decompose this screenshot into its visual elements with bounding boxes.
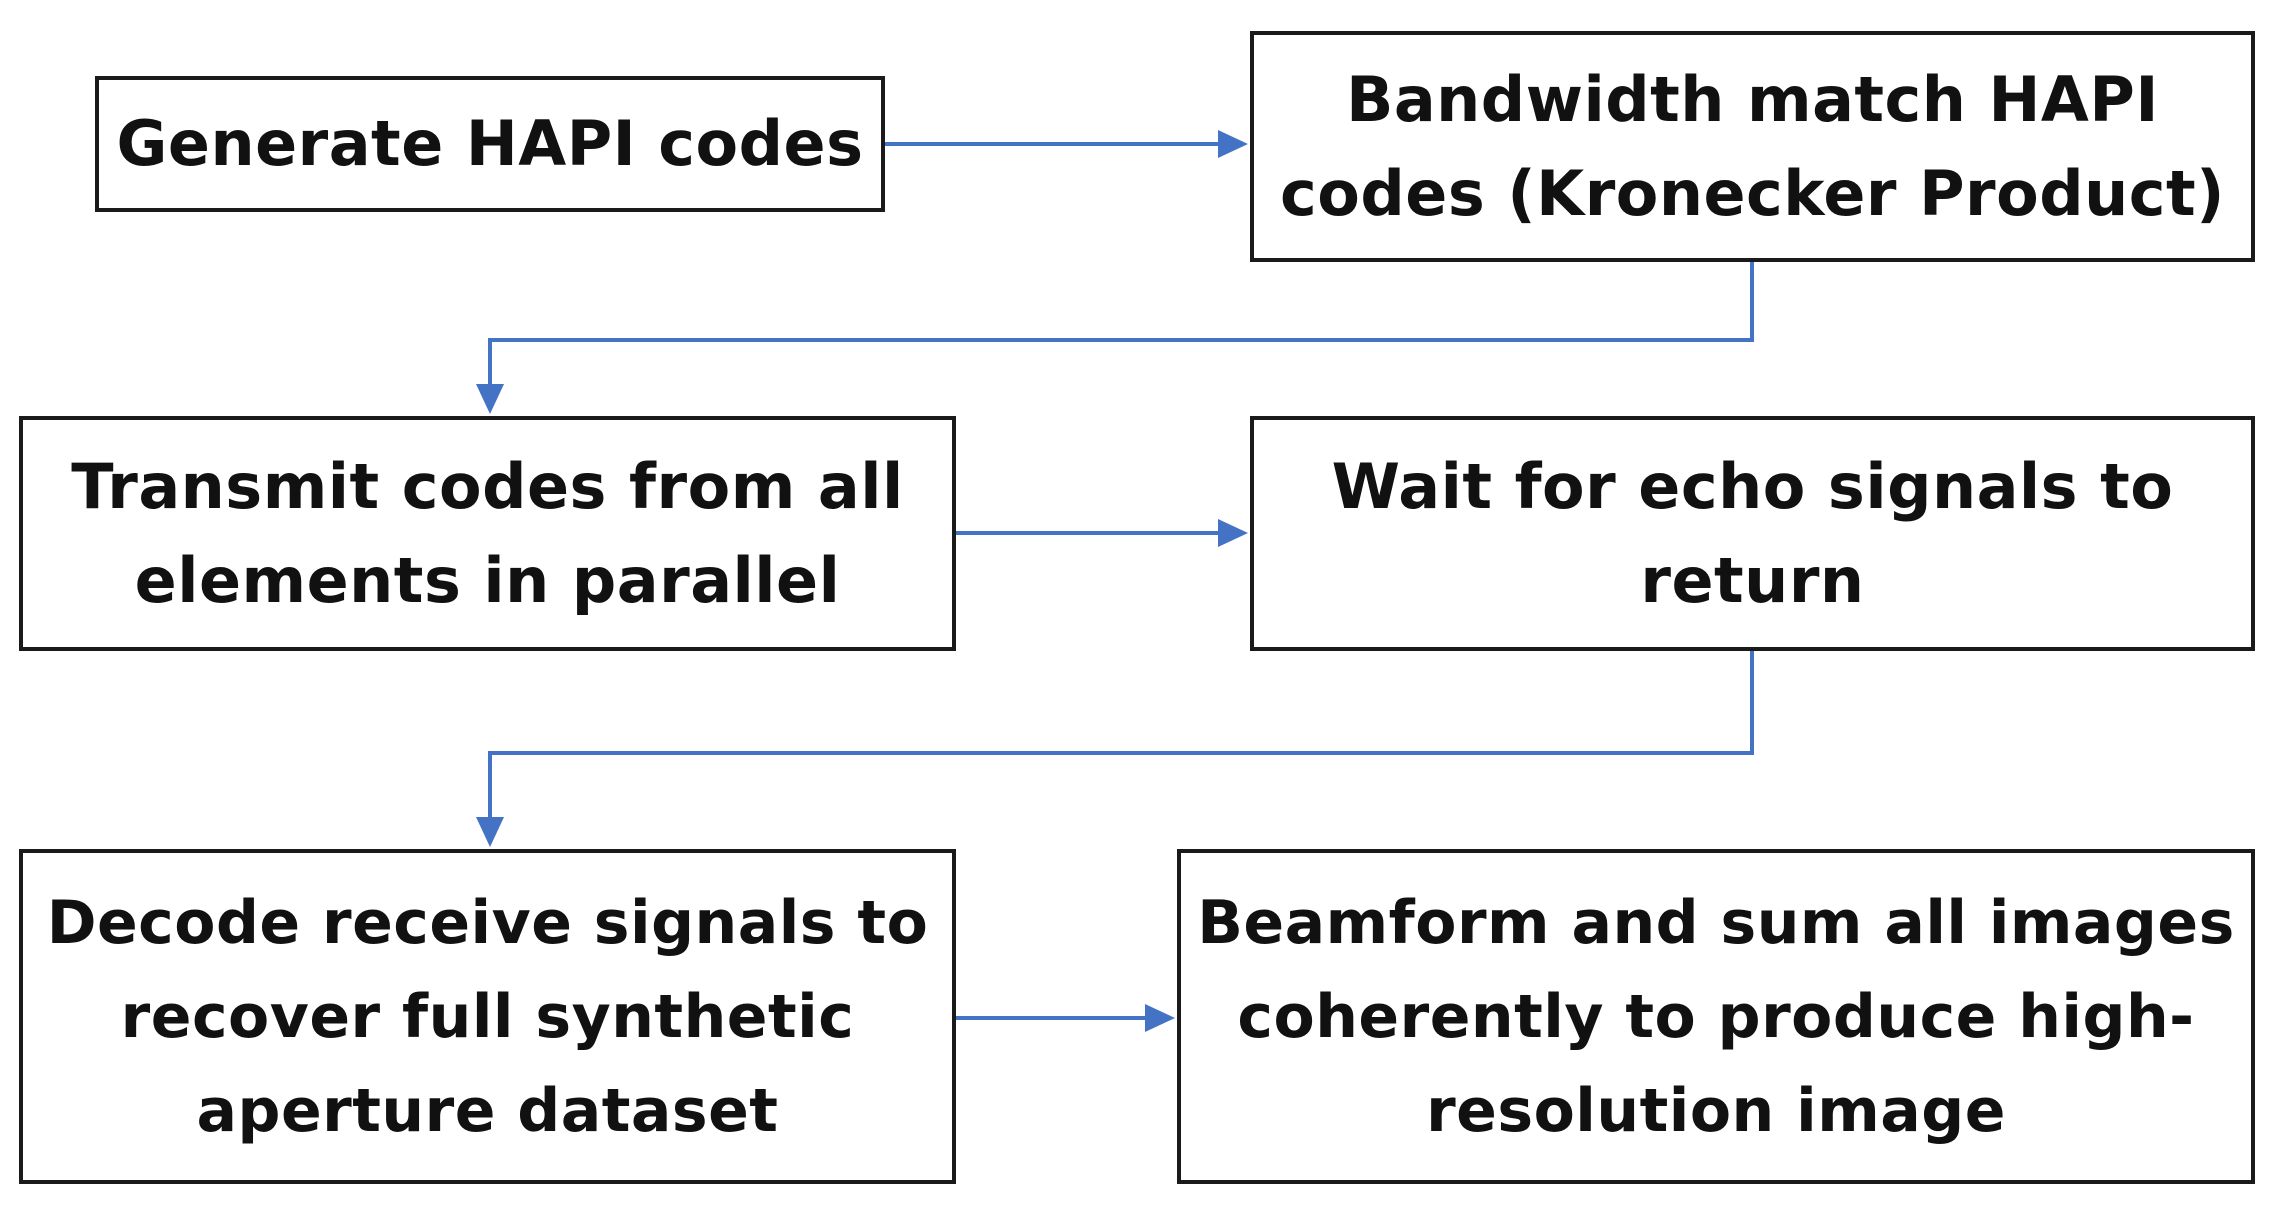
step-label: Transmit codes from all elements in para… [71, 449, 904, 617]
step-decode-receive-signals: Decode receive signals to recover full s… [19, 849, 956, 1184]
step-label: Wait for echo signals to return [1331, 449, 2174, 617]
arrowhead-step5-to-step6 [1145, 1004, 1175, 1032]
step-wait-for-echo: Wait for echo signals to return [1250, 416, 2255, 651]
step-transmit-codes: Transmit codes from all elements in para… [19, 416, 956, 651]
arrowhead-step1-to-step2 [1218, 130, 1248, 158]
arrow-step2-to-step3 [488, 262, 1754, 386]
step-label: Beamform and sum all images coherently t… [1197, 887, 2235, 1146]
step-label: Generate HAPI codes [116, 107, 864, 180]
arrow-step4-to-step5 [488, 651, 1754, 819]
step-beamform-and-sum: Beamform and sum all images coherently t… [1177, 849, 2255, 1184]
step-label: Decode receive signals to recover full s… [46, 887, 929, 1146]
arrowhead-step4-to-step5 [476, 817, 504, 847]
arrowhead-step3-to-step4 [1218, 519, 1248, 547]
step-bandwidth-match: Bandwidth match HAPI codes (Kronecker Pr… [1250, 31, 2255, 262]
step-label: Bandwidth match HAPI codes (Kronecker Pr… [1280, 62, 2225, 230]
arrowhead-step2-to-step3 [476, 384, 504, 414]
step-generate-hapi-codes: Generate HAPI codes [95, 76, 885, 212]
